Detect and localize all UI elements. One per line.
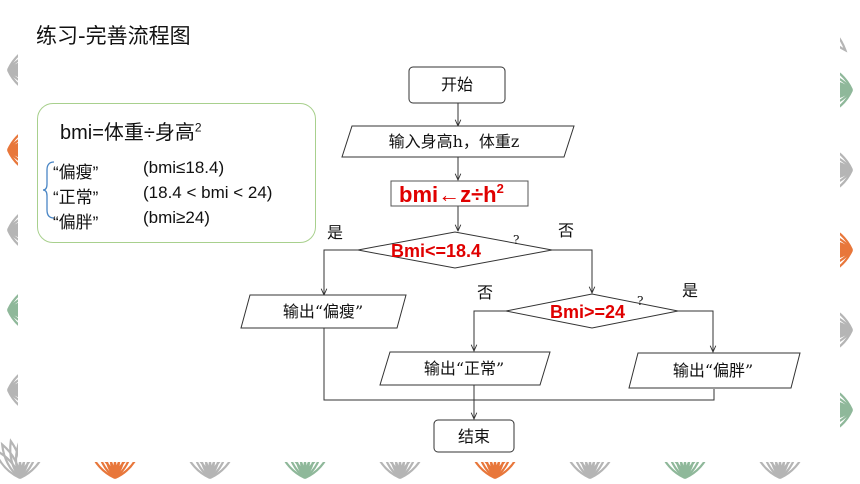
decision2-yes-label: 是 <box>682 281 698 300</box>
output-fat-label: 输出“偏胖” <box>673 361 753 380</box>
compute-text: bmi←z÷h <box>399 182 497 207</box>
connector-decision1-yes <box>324 249 358 295</box>
input-label: 输入身高h，体重z <box>389 132 520 151</box>
compute-node <box>390 180 529 207</box>
formula-exponent: 2 <box>194 120 202 135</box>
output-normal-node <box>379 351 551 386</box>
start-label: 开始 <box>441 75 473 94</box>
compute-exponent: 2 <box>497 181 504 196</box>
output-fat-node <box>628 352 801 389</box>
decision1-question: ? <box>513 233 519 247</box>
bmi-info-box: bmi=体重÷身高2 “偏瘦” (bmi≤18.4) “正常” (18.4 < … <box>37 103 316 243</box>
category-normal-range: (18.4 < bmi < 24) <box>143 183 273 202</box>
decision1-no-label: 否 <box>558 221 574 240</box>
category-thin-range: (bmi≤18.4) <box>143 158 225 177</box>
decision1-yes-label: 是 <box>327 223 343 242</box>
page-title: 练习-完善流程图 <box>36 24 191 48</box>
category-fat-label: “偏胖” <box>53 213 99 232</box>
connector-thin-join <box>323 328 715 401</box>
decision2-no-label: 否 <box>477 283 493 302</box>
end-label: 结束 <box>458 427 490 446</box>
decision2-label: Bmi>=24 <box>550 302 625 322</box>
decision2-question: ? <box>637 294 643 308</box>
start-node <box>408 66 506 104</box>
connector-decision2-yes <box>678 310 713 352</box>
output-normal-label: 输出“正常” <box>424 359 504 378</box>
output-thin-node <box>240 294 407 329</box>
bmi-formula: bmi=体重÷身高2 <box>60 116 202 145</box>
compute-label: bmi←z÷h2 <box>399 181 504 207</box>
output-thin-label: 输出“偏瘦” <box>283 302 363 321</box>
category-thin-label: “偏瘦” <box>53 163 99 182</box>
end-node <box>433 419 515 453</box>
connector-decision2-no <box>474 310 506 351</box>
decision1-node <box>357 231 553 269</box>
formula-text: bmi=体重÷身高 <box>60 122 195 144</box>
connector-decision1-no <box>552 249 592 293</box>
input-node <box>341 125 575 158</box>
category-normal-label: “正常” <box>53 188 99 207</box>
decision2-node <box>505 293 679 329</box>
brace-icon <box>42 161 55 219</box>
category-fat-range: (bmi≥24) <box>143 208 210 227</box>
decision1-label: Bmi<=18.4 <box>391 241 481 261</box>
